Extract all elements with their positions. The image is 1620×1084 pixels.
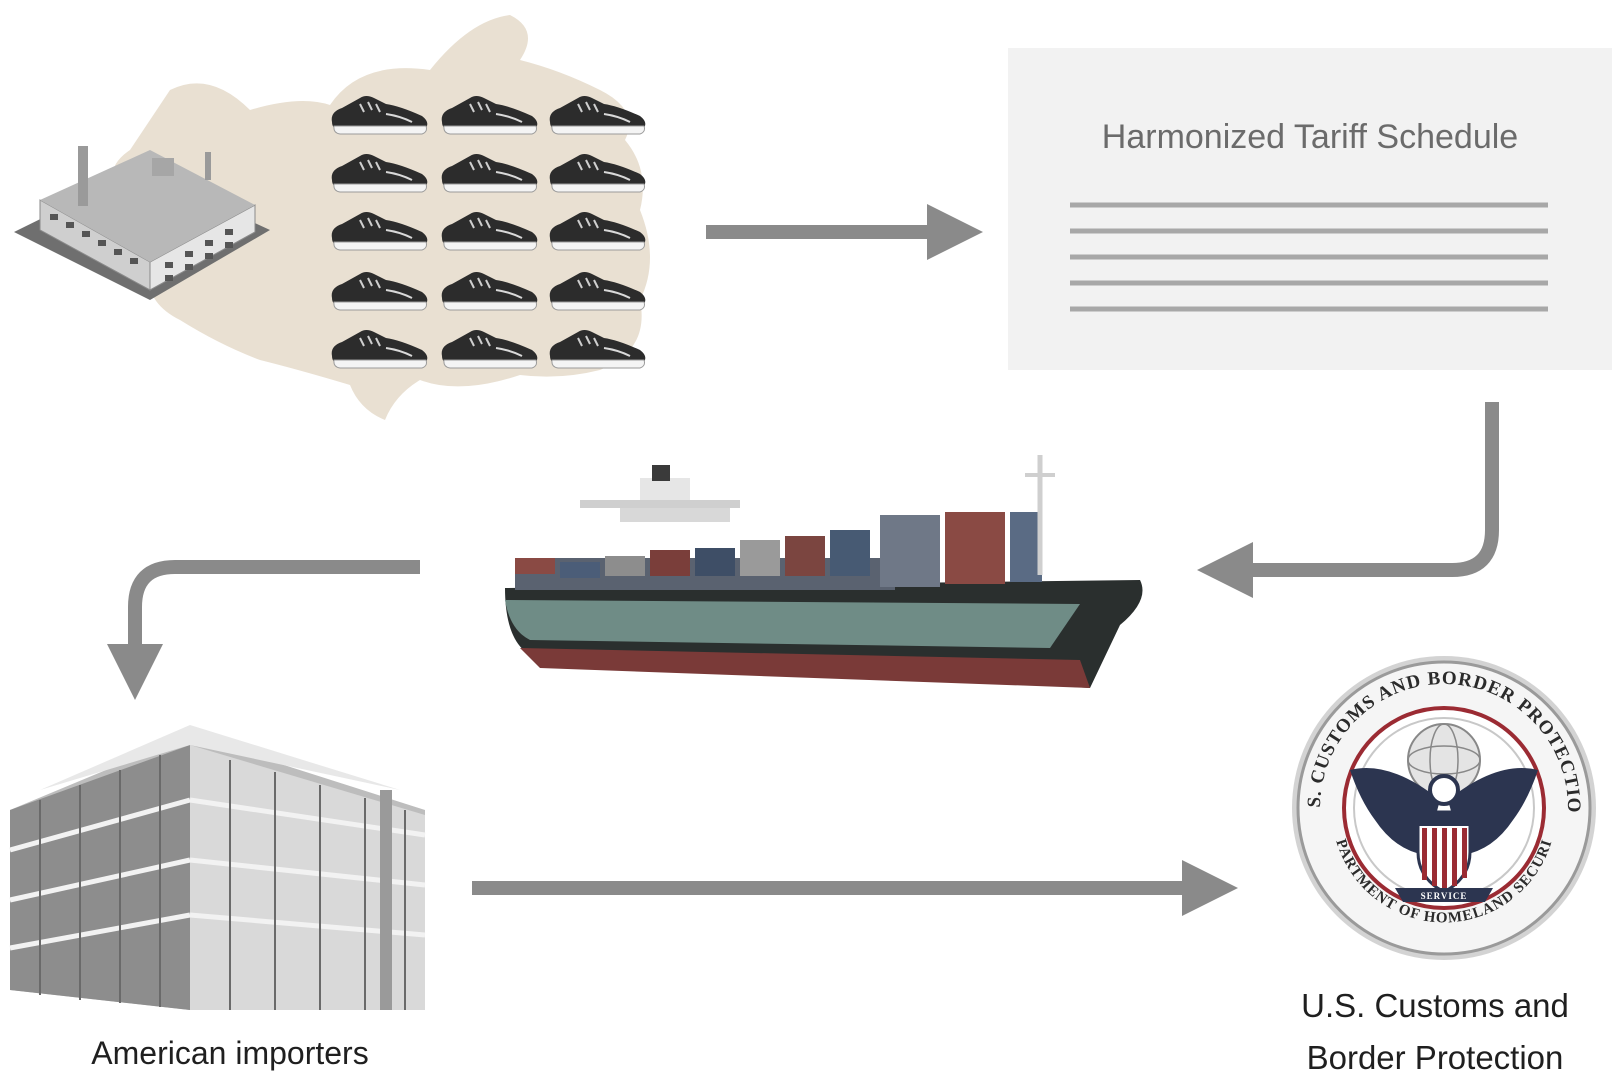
office-building-icon: [9, 725, 426, 1010]
flow-arrows: [107, 204, 1499, 916]
cargo-ship-icon: [505, 455, 1143, 688]
importers-label: American importers: [91, 1035, 369, 1071]
seal-ribbon-text: SERVICE: [1421, 891, 1468, 901]
tariff-schedule-title: Harmonized Tariff Schedule: [1101, 118, 1519, 156]
cbp-label-line1: U.S. Customs and: [1301, 987, 1569, 1024]
arrow-tariff-to-ship: [1197, 402, 1499, 598]
arrow-ship-to-importers: [107, 560, 420, 700]
tariff-schedule-document: [1008, 48, 1612, 370]
cbp-label: U.S. Customs and Border Protection: [1250, 980, 1620, 1084]
cbp-label-line2: Border Protection: [1306, 1039, 1564, 1076]
factory-icon: [14, 146, 270, 300]
